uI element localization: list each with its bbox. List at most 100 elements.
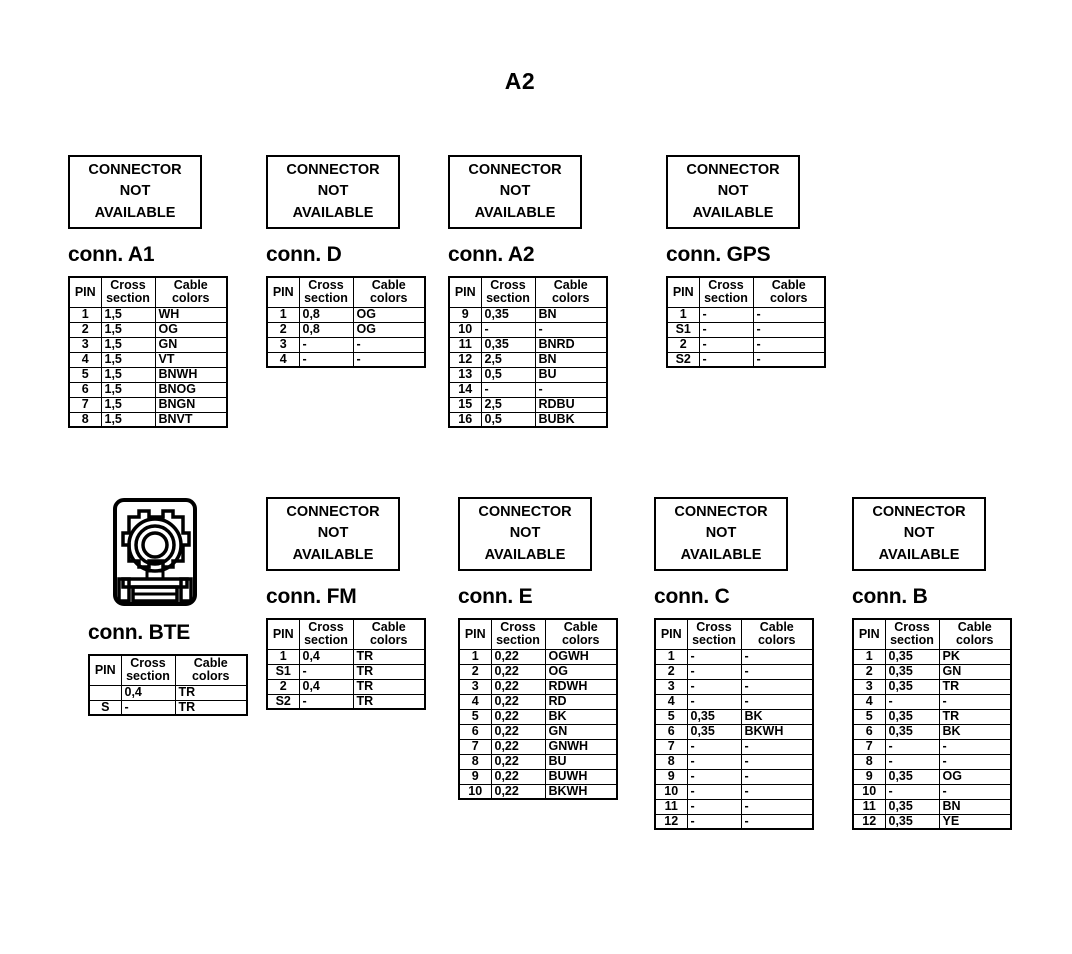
cell-cross-section: 1,5 <box>100 336 156 353</box>
connector-caption-gps: conn. GPS <box>666 243 771 266</box>
cell-pin: 1 <box>654 648 688 665</box>
connector-caption-a2: conn. A2 <box>448 243 535 266</box>
cell-pin: 6 <box>68 381 102 398</box>
not-available-line-3: AVAILABLE <box>484 546 566 563</box>
connector-caption-a1: conn. A1 <box>68 243 155 266</box>
cell-pin: 2 <box>266 321 300 338</box>
column-header-pin: PIN <box>448 276 482 308</box>
cell-cross-section: 1,5 <box>100 396 156 413</box>
cell-cross-section: 1,5 <box>100 381 156 398</box>
cell-cable-colors: - <box>938 783 1012 800</box>
cell-cross-section: 0,22 <box>490 753 546 770</box>
cell-pin: 2 <box>266 678 300 695</box>
column-header-pin: PIN <box>852 618 886 650</box>
not-available-line-2: NOT <box>705 525 737 542</box>
cell-cross-section: - <box>686 753 742 770</box>
cell-cable-colors: - <box>740 738 814 755</box>
cell-cable-colors: TR <box>352 693 426 710</box>
cell-cross-section: 1,5 <box>100 411 156 428</box>
column-header-pin: PIN <box>88 654 122 686</box>
cell-cross-section: 0,5 <box>480 366 536 383</box>
cell-cross-section: - <box>298 663 354 680</box>
cell-cross-section: - <box>480 381 536 398</box>
not-available-line-1: CONNECTOR <box>674 504 768 521</box>
cell-cross-section: 0,22 <box>490 738 546 755</box>
column-header-pin: PIN <box>458 618 492 650</box>
cell-cross-section: 1,5 <box>100 306 156 323</box>
table-row: 4-- <box>654 693 814 710</box>
cell-pin: 3 <box>654 678 688 695</box>
cell-cable-colors: BUWH <box>544 768 618 785</box>
cell-pin: 16 <box>448 411 482 428</box>
not-available-line-3: AVAILABLE <box>680 546 762 563</box>
cell-cross-section: 0,35 <box>884 813 940 830</box>
cell-cable-colors: - <box>938 738 1012 755</box>
cell-cable-colors: GN <box>154 336 228 353</box>
cell-pin: 4 <box>852 693 886 710</box>
cell-cable-colors: BK <box>740 708 814 725</box>
cell-pin: 4 <box>68 351 102 368</box>
cell-pin: 8 <box>458 753 492 770</box>
connector-caption-c: conn. C <box>654 585 730 608</box>
cell-pin: 14 <box>448 381 482 398</box>
cell-cross-section: - <box>686 783 742 800</box>
cell-pin: 9 <box>458 768 492 785</box>
cell-cross-section: - <box>686 768 742 785</box>
cell-cross-section: - <box>698 336 754 353</box>
cell-pin: 9 <box>852 768 886 785</box>
cell-cable-colors: - <box>938 753 1012 770</box>
not-available-line-2: NOT <box>499 183 531 200</box>
cell-cable-colors: OG <box>544 663 618 680</box>
cell-cross-section: 0,35 <box>884 768 940 785</box>
not-available-line-1: CONNECTOR <box>478 504 572 521</box>
cell-pin: 9 <box>654 768 688 785</box>
cell-cross-section: - <box>686 678 742 695</box>
cell-pin: 3 <box>458 678 492 695</box>
cell-cable-colors: - <box>534 321 608 338</box>
cell-pin: 8 <box>68 411 102 428</box>
table-row: 1-- <box>666 306 826 323</box>
cell-pin: 1 <box>266 648 300 665</box>
not-available-line-2: NOT <box>317 183 349 200</box>
cell-cable-colors: BKWH <box>740 723 814 740</box>
not-available-line-2: NOT <box>119 183 151 200</box>
cell-pin: 6 <box>458 723 492 740</box>
cell-cable-colors: - <box>752 306 826 323</box>
cell-pin: 8 <box>654 753 688 770</box>
cell-cable-colors: BNGN <box>154 396 228 413</box>
cell-pin: 2 <box>458 663 492 680</box>
